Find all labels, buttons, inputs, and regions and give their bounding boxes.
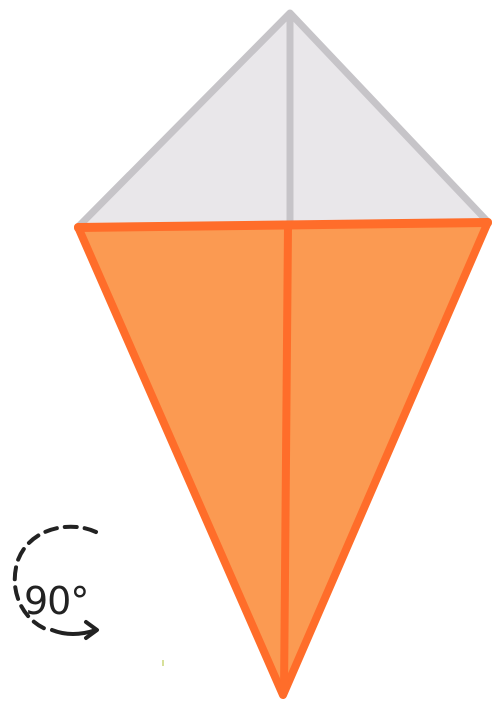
kite-top-fill: [78, 13, 488, 227]
kite-bottom-flap: [78, 222, 488, 695]
kite-center-fold-line: [284, 226, 288, 692]
kite-horizontal-fold-line: [78, 223, 488, 228]
rotation-indicator: 90°: [15, 527, 97, 638]
kite-top-flap: [78, 13, 488, 227]
rotation-label: 90°: [24, 579, 88, 623]
